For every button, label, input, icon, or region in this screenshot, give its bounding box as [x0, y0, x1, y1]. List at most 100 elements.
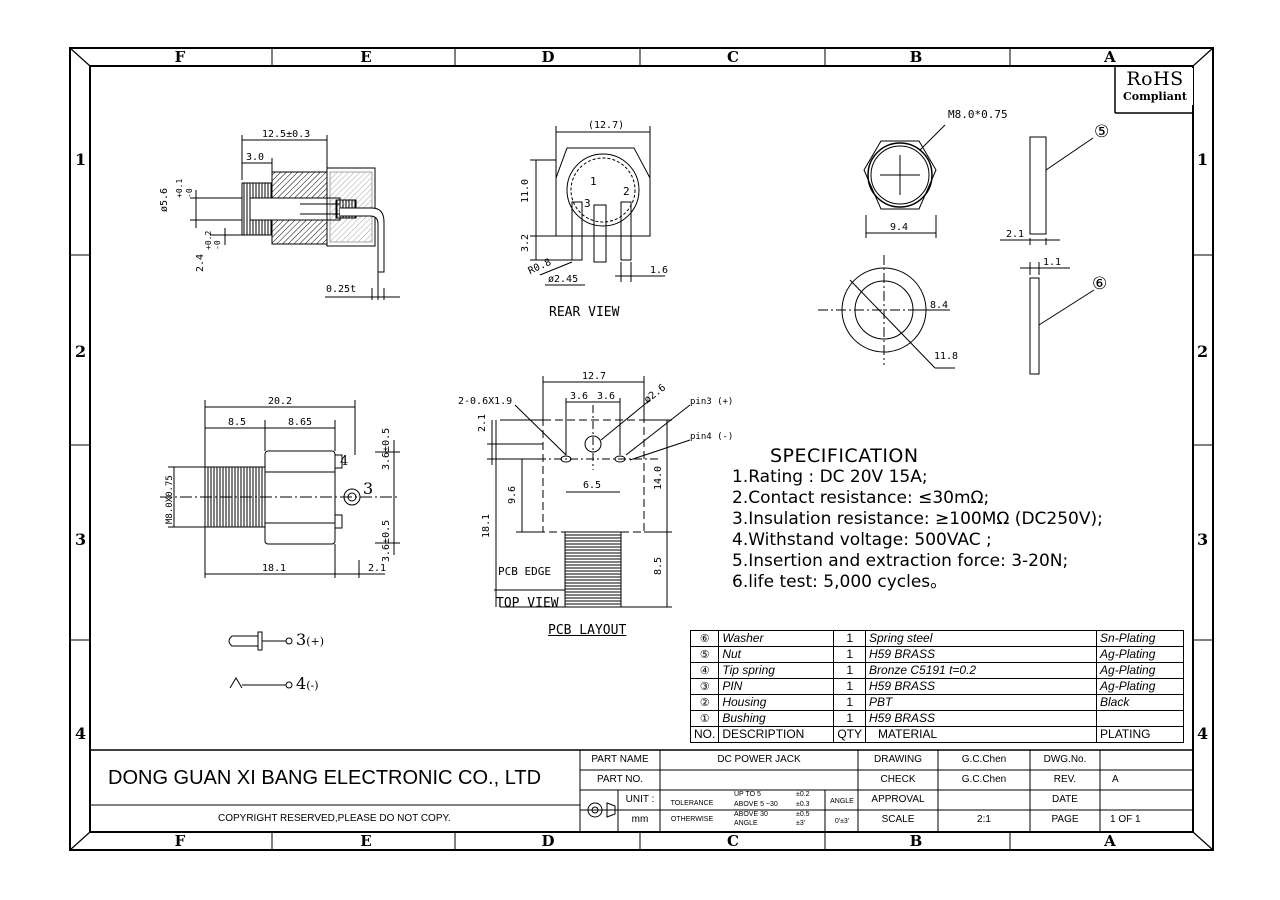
spec-item: 3.Insulation resistance: ≥100MΩ (DC250V)… — [732, 509, 1103, 529]
spec-item: 6.life test: 5,000 cycles。 — [732, 572, 948, 592]
dim-11-0: 11.0 — [520, 178, 531, 203]
bom-no: ④ — [690, 662, 720, 679]
dim-2-45: ø2.45 — [548, 274, 579, 285]
dim-5-6-tol: +0.1 — [175, 178, 184, 198]
rear-pin-3: 3 — [584, 197, 591, 210]
dim-3-6-lower: 3.6±0.5 — [381, 519, 392, 562]
dim-12-7-ref: (12.7) — [588, 120, 625, 131]
row-label-3-right: 3 — [1197, 530, 1209, 549]
bom-description: Washer — [718, 630, 835, 647]
legend-pin4-number: 4 — [296, 674, 307, 693]
column-label-d: D — [541, 48, 555, 66]
scale-value: 2:1 — [977, 814, 991, 825]
rev-label: REV. — [1053, 774, 1077, 785]
dim-2-1-side: 2.1 — [368, 563, 387, 574]
tol-above-30: ABOVE 30 — [734, 811, 768, 818]
bom-material: H59 BRASS — [865, 646, 1098, 663]
column-label-c: C — [727, 48, 739, 66]
dim-5-6: ø5.6 — [159, 187, 170, 212]
dim-0-25t: 0.25t — [326, 284, 357, 295]
dim-3-2: 3.2 — [520, 233, 531, 252]
tol-above-5: ABOVE 5 ~30 — [734, 801, 778, 808]
dim-9-6: 9.6 — [507, 485, 518, 504]
bom-header-no: NO. — [690, 726, 720, 743]
bom-plating: Ag-Plating — [1096, 662, 1185, 679]
bom-no: ⑥ — [690, 630, 720, 647]
column-label-b: B — [909, 48, 923, 66]
dim-2-4: 2.4 — [195, 253, 206, 272]
bom-plating: Sn-Plating — [1096, 630, 1185, 647]
row-label-1-right: 1 — [1197, 150, 1209, 169]
bom-material: Spring steel — [865, 630, 1098, 647]
bom-material: H59 BRASS — [865, 678, 1098, 695]
table-row: ② Housing 1 PBT Black — [690, 694, 1185, 711]
angle-label: ANGLE — [830, 798, 854, 805]
spec-item: 1.Rating : DC 20V 15A; — [732, 467, 928, 487]
column-label-e: E — [360, 48, 372, 66]
dim-3-6-upper: 3.6±0.5 — [381, 427, 392, 470]
washer-part6 — [818, 255, 955, 369]
tol-angle: ANGLE — [734, 820, 758, 827]
tol-above-5-value: ±0.3 — [796, 801, 810, 808]
tol-above-30-value: ±0.5 — [796, 811, 810, 818]
dim-1-6: 1.6 — [650, 265, 669, 276]
bom-plating: Ag-Plating — [1096, 646, 1185, 663]
side-pin-3: 3 — [363, 479, 374, 498]
row-label-4-right: 4 — [1197, 724, 1209, 743]
bom-qty: 1 — [833, 710, 867, 727]
dim-1-1: 1.1 — [1043, 257, 1062, 268]
pcb-layout-view — [487, 376, 691, 608]
page-label: PAGE — [1051, 814, 1079, 825]
spec-item: 2.Contact resistance: ≤30mΩ; — [732, 488, 990, 508]
part-no-label: PART NO. — [596, 774, 644, 785]
dim-8-65: 8.65 — [288, 417, 313, 428]
rear-pin-2: 2 — [623, 185, 630, 198]
dim-12-5: 12.5±0.3 — [262, 129, 311, 140]
dim-18-1-side: 18.1 — [262, 563, 287, 574]
sheet-frame — [69, 47, 1214, 851]
dim-20-2: 20.2 — [268, 396, 293, 407]
rohs-subtitle: Compliant — [1123, 90, 1187, 103]
legend-pin4-sign: (-) — [306, 679, 319, 692]
dim-12-7-pcb: 12.7 — [582, 371, 607, 382]
dim-3-0: 3.0 — [246, 152, 265, 163]
bom-qty: 1 — [833, 630, 867, 647]
bom-description: Nut — [718, 646, 835, 663]
bom-no: ② — [690, 694, 720, 711]
bom-header-description: DESCRIPTION — [718, 726, 835, 743]
bom-plating: Ag-Plating — [1096, 678, 1185, 695]
dim-5-6-tol2: -0 — [185, 188, 194, 198]
row-label-3: 3 — [75, 530, 87, 549]
tol-angle-value: ±3' — [796, 820, 806, 827]
dim-2-1-pcb: 2.1 — [477, 413, 488, 432]
bom-no: ① — [690, 710, 720, 727]
dim-m8-side: M8.0X0.75 — [165, 475, 175, 524]
pin4-minus-label: pin4 (-) — [690, 432, 734, 442]
rev-value: A — [1112, 774, 1119, 785]
bom-qty: 1 — [833, 662, 867, 679]
column-label-a: A — [1104, 48, 1116, 66]
parts-side-views — [1000, 136, 1095, 375]
dim-11-8: 11.8 — [934, 351, 959, 362]
dim-2-4-tol2: -0 — [213, 240, 222, 250]
row-label-2-right: 2 — [1197, 342, 1209, 361]
tolerance-label: TOLERANCE — [670, 800, 714, 807]
rear-view-label: REAR VIEW — [549, 305, 620, 320]
scale-label: SCALE — [881, 814, 915, 825]
legend-pin3: 3(+) — [296, 632, 324, 648]
company-name: DONG GUAN XI BANG ELECTRONIC CO., LTD — [108, 767, 542, 789]
tol-up-to-5-value: ±0.2 — [796, 791, 810, 798]
part-name-label: PART NAME — [591, 754, 649, 765]
bom-plating — [1096, 710, 1185, 727]
drawing-label: DRAWING — [874, 754, 922, 765]
part-6-callout: ⑥ — [1092, 274, 1108, 294]
drawing-by: G.C.Chen — [961, 754, 1007, 765]
tol-up-to-5: UP TO 5 — [734, 791, 761, 798]
top-view-label: TOP VIEW — [496, 596, 559, 611]
dim-8-5-pcb: 8.5 — [653, 556, 664, 575]
check-label: CHECK — [880, 774, 916, 785]
dim-9-4: 9.4 — [890, 222, 909, 233]
unit-label: UNIT : — [625, 794, 655, 805]
